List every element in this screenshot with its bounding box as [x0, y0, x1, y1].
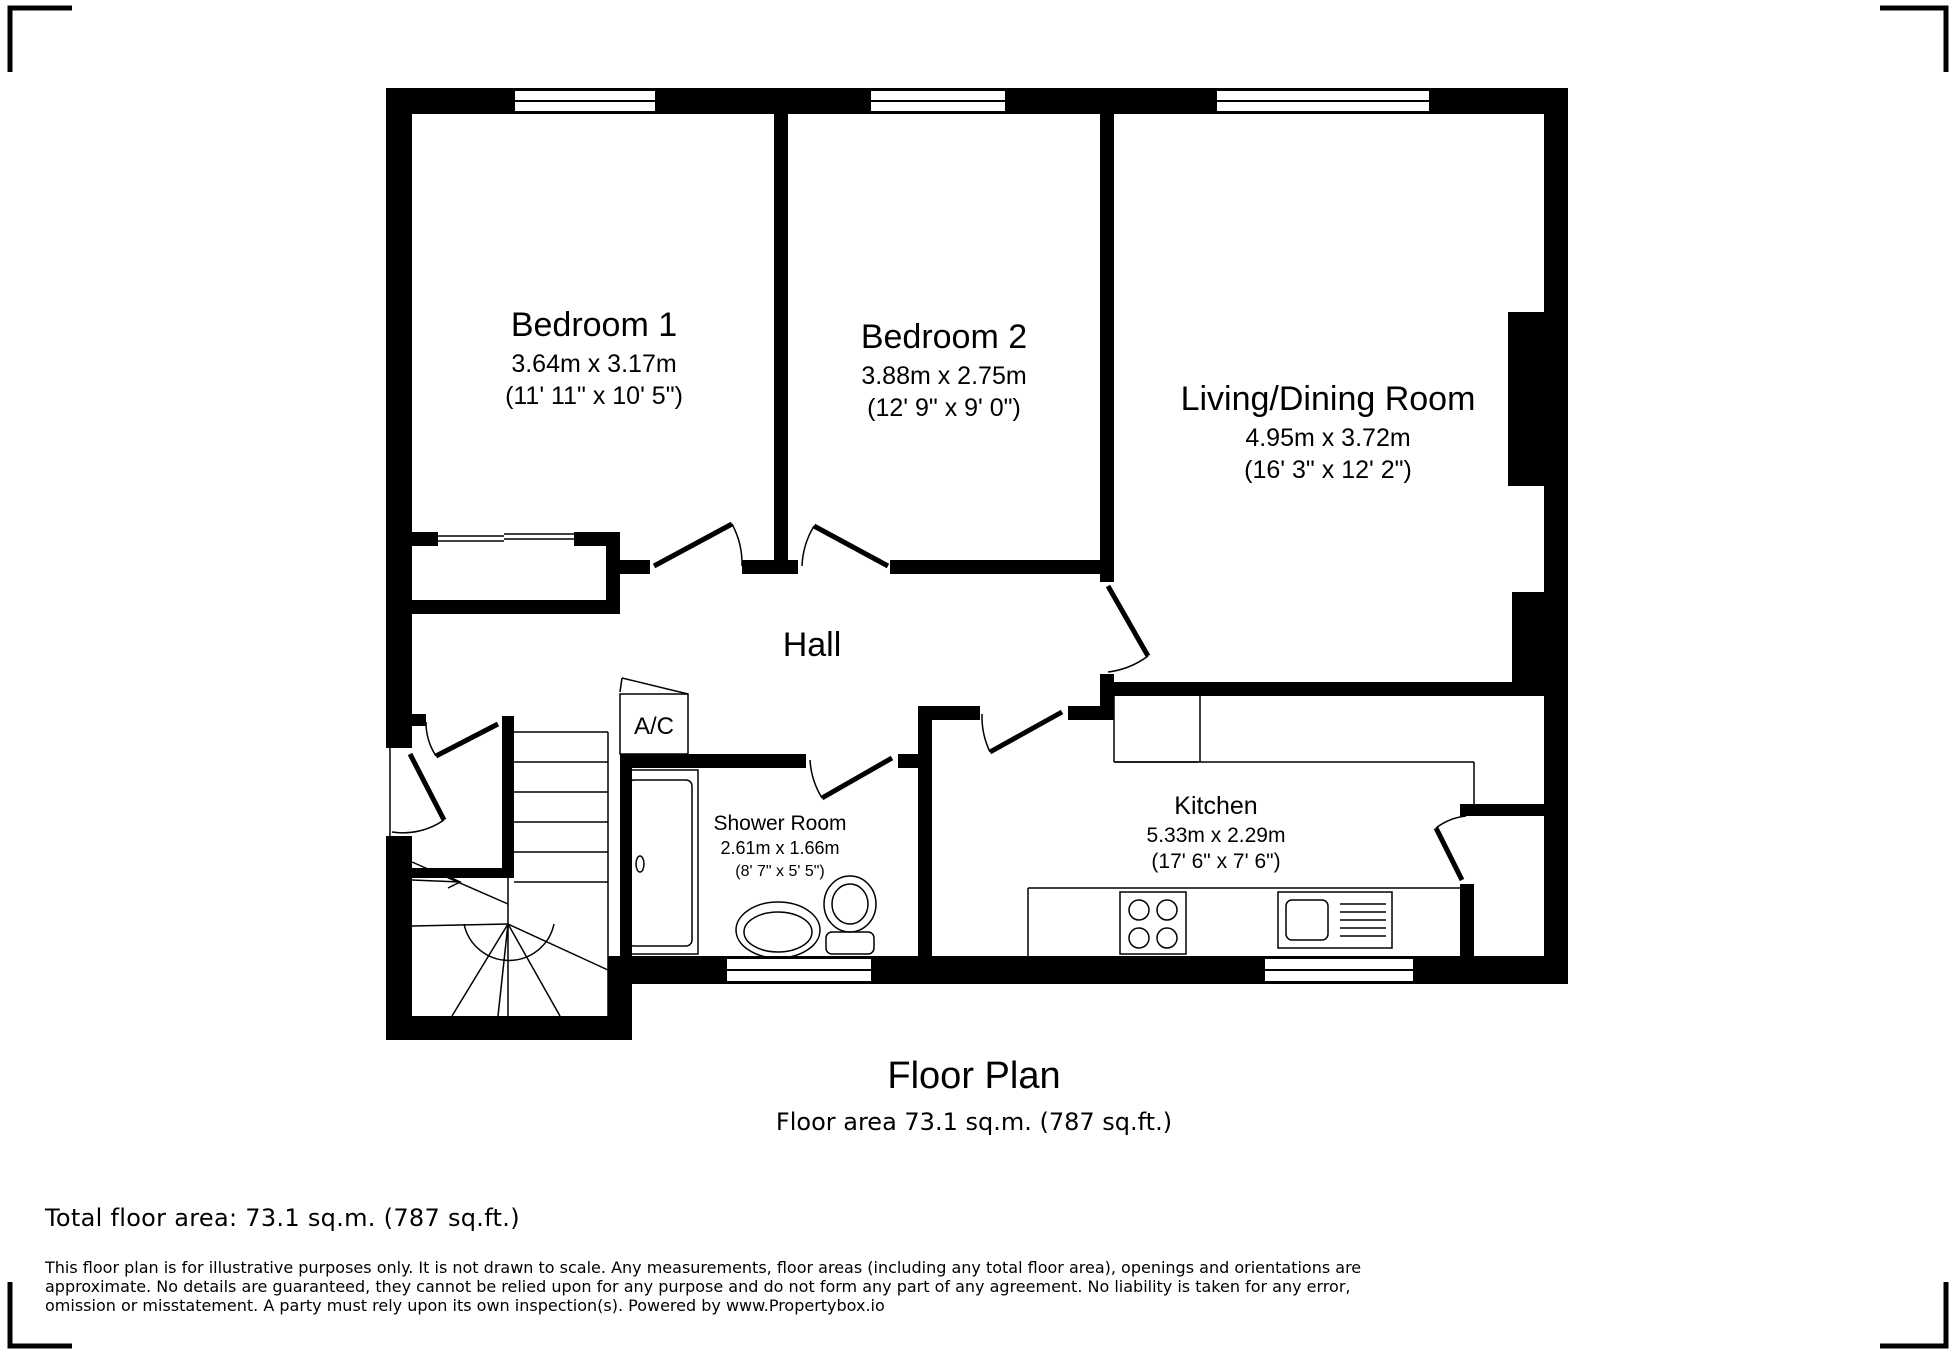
- plan-area: Floor area 73.1 sq.m. (787 sq.ft.): [776, 1108, 1172, 1136]
- doors: [389, 521, 1467, 882]
- staircase: [411, 731, 609, 1017]
- bedroom2-size-metric: 3.88m x 2.75m: [861, 362, 1026, 390]
- shower-name: Shower Room: [713, 812, 846, 835]
- window-shower: [725, 957, 873, 983]
- crop-mark-top-left: [7, 5, 72, 72]
- wardrobe-sliding-doors: [438, 533, 574, 542]
- wall-bed1-door-right-stub: [742, 560, 798, 574]
- window-kitchen: [1263, 957, 1415, 983]
- shower-size-metric: 2.61m x 1.66m: [720, 838, 839, 858]
- wall-bed1-bed2: [774, 114, 788, 572]
- wall-kitchen-north-left: [918, 706, 980, 720]
- window-bedroom2: [869, 89, 1007, 113]
- bedroom2-size-imperial: (12' 9" x 9' 0"): [867, 394, 1021, 422]
- wall-bed1-south-left: [412, 532, 438, 546]
- door-bedroom1: [652, 521, 743, 569]
- walls: [386, 88, 1568, 1040]
- wall-stair-landing: [412, 868, 504, 878]
- living-size-metric: 4.95m x 3.72m: [1245, 424, 1410, 452]
- wall-bed2-living: [1100, 114, 1114, 580]
- toilet: [823, 875, 877, 955]
- door-entrance: [389, 748, 447, 836]
- living-name: Living/Dining Room: [1181, 380, 1476, 418]
- fixtures: [411, 533, 1475, 1017]
- window-living: [1215, 89, 1431, 113]
- door-hall-stair: [425, 721, 500, 759]
- wall-kitchen-store-side: [1460, 884, 1474, 968]
- washbasin: [735, 901, 821, 959]
- outer-wall-left-upper: [386, 88, 412, 748]
- wall-kitchen-west: [918, 706, 932, 968]
- windows: [513, 89, 1431, 983]
- sink: [1277, 891, 1393, 949]
- outer-wall-left-lower: [386, 836, 412, 1040]
- window-bedroom1: [513, 89, 657, 113]
- outer-wall-right: [1544, 88, 1568, 984]
- bedroom1-name: Bedroom 1: [511, 306, 677, 344]
- hob: [1119, 891, 1187, 955]
- kitchen-units: [1027, 696, 1475, 956]
- wall-entrance-stub: [412, 714, 426, 726]
- bath-plug: [635, 855, 645, 873]
- airing-cupboard-label: A/C: [634, 713, 674, 740]
- airing-cupboard: [619, 693, 689, 755]
- bedroom2-name: Bedroom 2: [861, 318, 1027, 356]
- wall-bed1-door-left-stub: [620, 560, 650, 574]
- wall-shower-west: [620, 754, 632, 966]
- wall-bed2-south: [890, 560, 1114, 574]
- wall-living-kitchen: [1100, 682, 1568, 696]
- door-bedroom2: [801, 523, 890, 569]
- total-floor-area: Total floor area: 73.1 sq.m. (787 sq.ft.…: [45, 1204, 520, 1232]
- disclaimer-text: This floor plan is for illustrative purp…: [45, 1258, 1362, 1315]
- plan-title: Floor Plan: [887, 1055, 1060, 1097]
- wall-shower-north-right: [898, 754, 918, 768]
- wall-stair-right: [502, 716, 514, 878]
- outer-wall-bottom-stair: [386, 1016, 632, 1040]
- shower-size-imperial: (8' 7" x 5' 5"): [735, 863, 825, 880]
- hall-name: Hall: [783, 626, 842, 664]
- bedroom1-size-metric: 3.64m x 3.17m: [511, 350, 676, 378]
- crop-mark-bottom-right: [1880, 1282, 1949, 1349]
- chimney-breast-lower: [1512, 592, 1544, 688]
- crop-marks: [7, 5, 1949, 1349]
- wall-shower-north: [620, 754, 806, 768]
- door-living: [1105, 584, 1151, 673]
- door-kitchen: [981, 709, 1064, 755]
- kitchen-name: Kitchen: [1174, 792, 1257, 820]
- kitchen-size-imperial: (17' 6" x 7' 6"): [1151, 850, 1280, 873]
- wall-wardrobe-bottom: [412, 600, 620, 614]
- chimney-breast-upper: [1508, 312, 1544, 486]
- wall-wardrobe-side: [606, 532, 620, 614]
- bath: [621, 769, 699, 955]
- wall-living-west-upper: [1100, 560, 1114, 582]
- wall-kitchen-store-top: [1460, 804, 1544, 816]
- room-labels: Bedroom 1 3.64m x 3.17m (11' 11" x 10' 5…: [505, 306, 1475, 1136]
- living-size-imperial: (16' 3" x 12' 2"): [1244, 456, 1412, 484]
- bedroom1-size-imperial: (11' 11" x 10' 5"): [505, 382, 683, 410]
- door-shower: [809, 755, 894, 801]
- kitchen-size-metric: 5.33m x 2.29m: [1147, 824, 1286, 847]
- door-airing-cupboard: [619, 677, 689, 695]
- wall-kitchen-north-right: [1068, 706, 1114, 720]
- door-kitchen-store: [1433, 815, 1467, 882]
- crop-mark-top-right: [1880, 5, 1949, 72]
- crop-mark-bottom-left: [7, 1282, 72, 1349]
